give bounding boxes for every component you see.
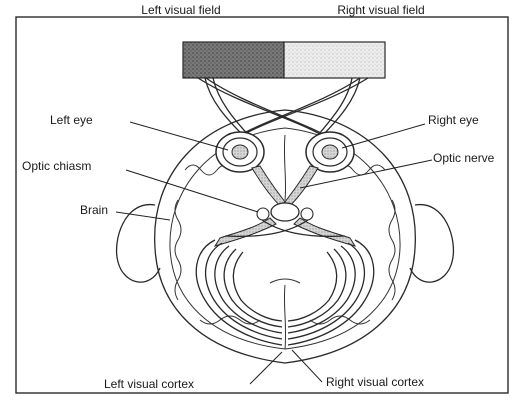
label-left-eye: Left eye [50,113,93,127]
optic-tracts [215,218,355,246]
chiasm-left-node [257,208,269,220]
label-right-eye: Right eye [428,113,479,127]
label-left-visual-field: Left visual field [141,3,220,17]
right-visual-field-block [284,42,385,78]
optic-radiations-left [196,240,282,345]
label-optic-chiasm: Optic chiasm [22,159,91,173]
optic-radiations-right [288,240,374,345]
label-right-visual-field: Right visual field [337,3,424,17]
label-right-visual-cortex: Right visual cortex [326,375,424,389]
left-eye [216,132,264,172]
leader-lines [116,122,432,384]
label-brain: Brain [80,203,108,217]
label-optic-nerve: Optic nerve [433,151,495,165]
visual-field-bar [183,42,385,78]
label-left-visual-cortex: Left visual cortex [104,377,194,391]
brain-folds [175,135,395,349]
left-visual-field-block [183,42,284,78]
chiasm-right-node [301,208,313,220]
right-eye [306,132,354,172]
optic-chiasm [271,203,299,221]
